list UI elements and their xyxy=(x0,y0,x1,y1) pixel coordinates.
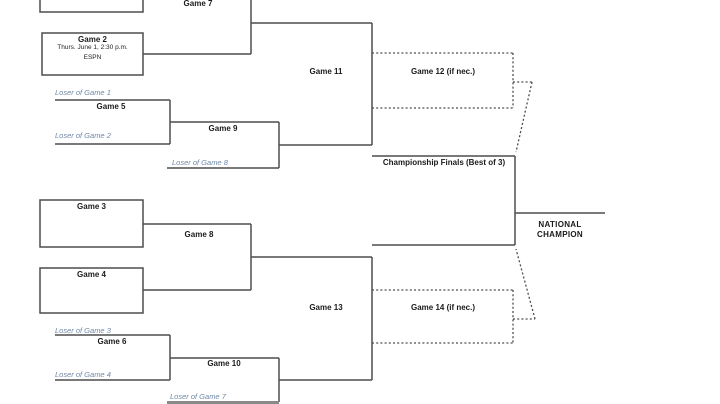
game9-bottom-seed: Loser of Game 8 xyxy=(172,158,228,167)
game12-label: Game 12 (if nec.) xyxy=(410,67,476,76)
champion-line-1: NATIONAL xyxy=(538,220,582,229)
game6-bottom-seed: Loser of Game 4 xyxy=(55,370,111,379)
game10-label: Game 10 xyxy=(207,359,241,368)
game6-label: Game 6 xyxy=(97,337,127,346)
game7-label: Game 7 xyxy=(183,0,213,8)
game5-top-seed: Loser of Game 1 xyxy=(55,88,111,97)
game6-top-seed: Loser of Game 3 xyxy=(55,326,111,335)
game8-label: Game 8 xyxy=(184,230,214,239)
game5-label: Game 5 xyxy=(96,102,126,111)
game12-diagonal-dashed xyxy=(515,81,533,153)
game5-bottom-seed: Loser of Game 2 xyxy=(55,131,111,140)
game3-label: Game 3 xyxy=(77,202,106,211)
national-champion-label: NATIONAL CHAMPION xyxy=(529,220,591,240)
game4-label: Game 4 xyxy=(77,270,106,279)
game9-label: Game 9 xyxy=(208,124,238,133)
game1-box xyxy=(39,0,144,13)
champion-line-2: CHAMPION xyxy=(537,230,583,239)
game11-label: Game 11 xyxy=(309,67,343,76)
game14-label: Game 14 (if nec.) xyxy=(410,303,476,312)
game2-date: Thurs. June 1, 2:30 p.m. xyxy=(57,44,128,51)
game2-label: Game 2 xyxy=(78,35,107,44)
game10-bottom-seed: Loser of Game 7 xyxy=(170,392,226,401)
game13-label: Game 13 xyxy=(309,303,343,312)
game2-network: ESPN xyxy=(83,54,102,61)
finals-label: Championship Finals (Best of 3) xyxy=(382,158,506,167)
game14-diagonal-dashed xyxy=(515,248,536,320)
